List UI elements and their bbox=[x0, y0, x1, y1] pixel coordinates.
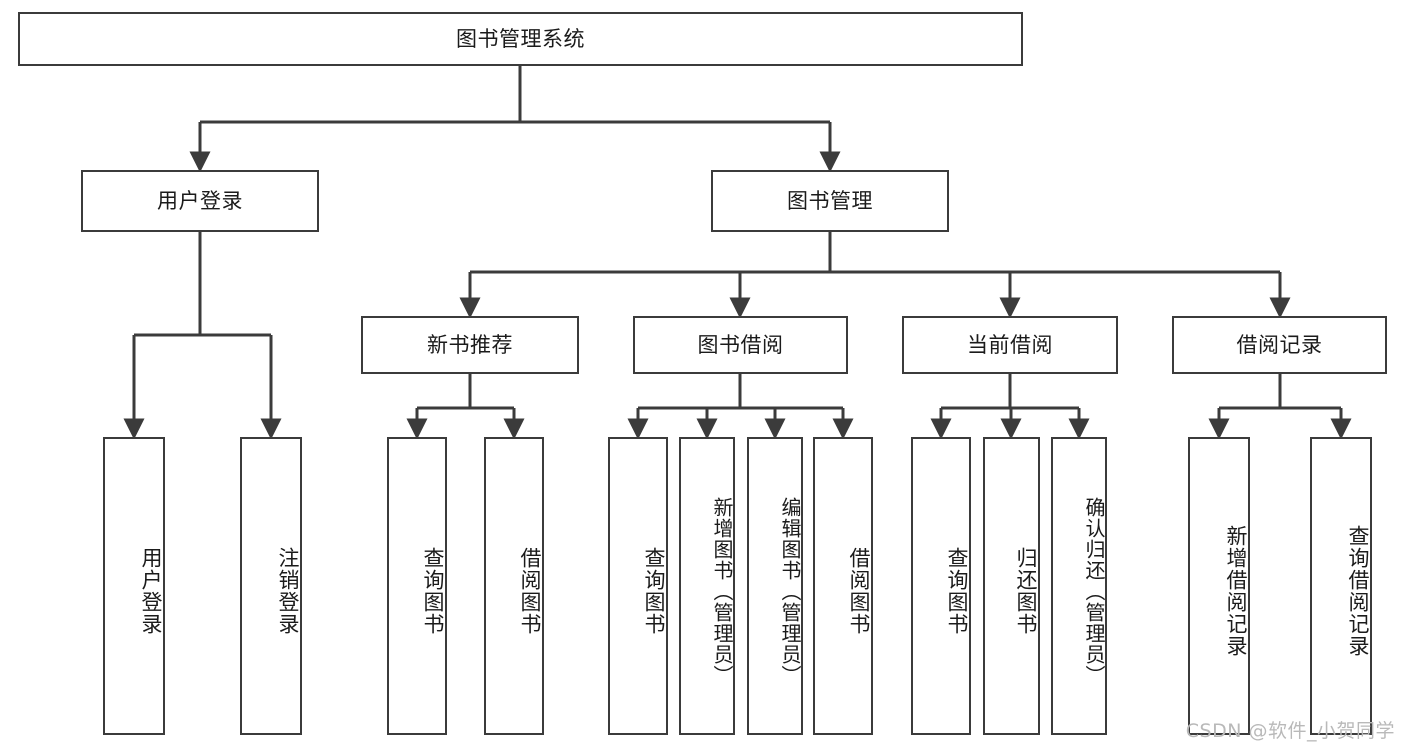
node-user-login-label: 用户登录 bbox=[157, 188, 243, 213]
node-book-management[interactable]: 图书管理 bbox=[711, 170, 949, 232]
node-book-borrow-label: 图书借阅 bbox=[697, 332, 784, 357]
leaf-user-login-label: 用户登录 bbox=[139, 547, 163, 635]
leaf-query-book-recommend[interactable]: 查询图书 bbox=[387, 437, 447, 735]
leaf-query-book-borrow-label: 查询图书 bbox=[642, 547, 666, 635]
node-current-borrow-label: 当前借阅 bbox=[967, 332, 1053, 357]
leaf-logout[interactable]: 注销登录 bbox=[240, 437, 302, 735]
node-user-login[interactable]: 用户登录 bbox=[81, 170, 319, 232]
leaf-add-borrow-record-label: 新增借阅记录 bbox=[1224, 525, 1248, 657]
leaf-add-book-admin-label: 新增图书（管理员） bbox=[710, 496, 734, 686]
leaf-return-book[interactable]: 归还图书 bbox=[983, 437, 1040, 735]
node-root[interactable]: 图书管理系统 bbox=[18, 12, 1023, 66]
leaf-logout-label: 注销登录 bbox=[276, 547, 300, 635]
leaf-query-borrow-record-label: 查询借阅记录 bbox=[1346, 525, 1370, 657]
leaf-add-borrow-record[interactable]: 新增借阅记录 bbox=[1188, 437, 1250, 735]
leaf-borrow-book[interactable]: 借阅图书 bbox=[813, 437, 873, 735]
leaf-confirm-return-admin[interactable]: 确认归还（管理员） bbox=[1051, 437, 1107, 735]
node-current-borrow[interactable]: 当前借阅 bbox=[902, 316, 1118, 374]
leaf-user-login[interactable]: 用户登录 bbox=[103, 437, 165, 735]
leaf-borrow-book-recommend[interactable]: 借阅图书 bbox=[484, 437, 544, 735]
leaf-query-book-recommend-label: 查询图书 bbox=[421, 547, 445, 635]
watermark: CSDN @软件_小贺同学 bbox=[1185, 720, 1395, 742]
node-new-book-recommend[interactable]: 新书推荐 bbox=[361, 316, 579, 374]
node-book-management-label: 图书管理 bbox=[787, 188, 873, 213]
leaf-edit-book-admin-label: 编辑图书（管理员） bbox=[778, 496, 802, 686]
leaf-query-book-current-label: 查询图书 bbox=[945, 547, 969, 635]
leaf-confirm-return-admin-label: 确认归还（管理员） bbox=[1082, 496, 1106, 686]
leaf-borrow-book-label: 借阅图书 bbox=[847, 547, 871, 635]
leaf-return-book-label: 归还图书 bbox=[1014, 547, 1038, 635]
node-new-book-recommend-label: 新书推荐 bbox=[427, 332, 513, 357]
leaf-borrow-book-recommend-label: 借阅图书 bbox=[518, 547, 542, 635]
node-root-label: 图书管理系统 bbox=[456, 26, 585, 51]
node-book-borrow[interactable]: 图书借阅 bbox=[633, 316, 848, 374]
node-borrow-record-label: 借阅记录 bbox=[1236, 332, 1323, 357]
node-borrow-record[interactable]: 借阅记录 bbox=[1172, 316, 1387, 374]
leaf-query-book-current[interactable]: 查询图书 bbox=[911, 437, 971, 735]
leaf-query-borrow-record[interactable]: 查询借阅记录 bbox=[1310, 437, 1372, 735]
leaf-add-book-admin[interactable]: 新增图书（管理员） bbox=[679, 437, 735, 735]
leaf-query-book-borrow[interactable]: 查询图书 bbox=[608, 437, 668, 735]
leaf-edit-book-admin[interactable]: 编辑图书（管理员） bbox=[747, 437, 803, 735]
